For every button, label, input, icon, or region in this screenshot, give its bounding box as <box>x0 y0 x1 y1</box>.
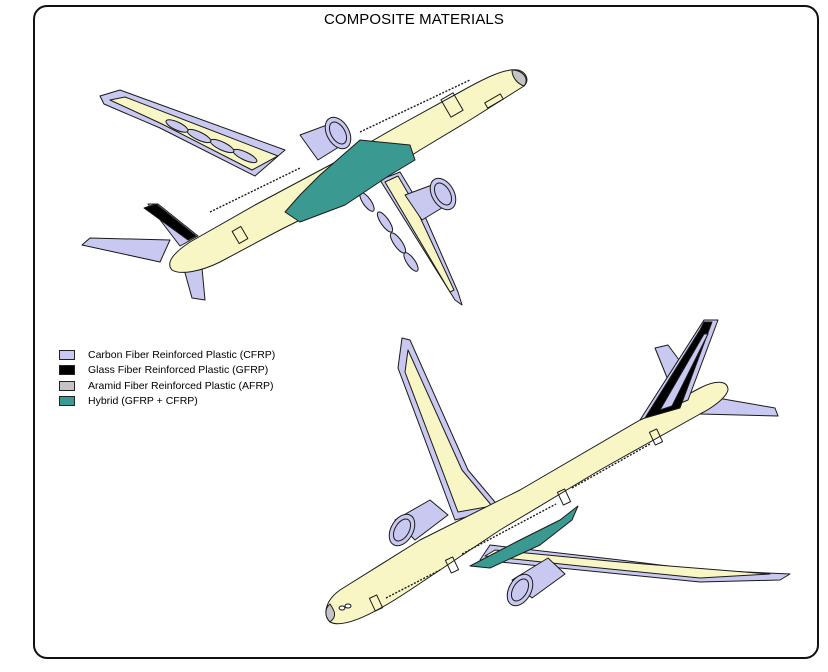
lower-right-wing-inner <box>484 549 771 579</box>
upper-left-flap-fairings <box>165 119 258 164</box>
lower-nose-cone <box>325 603 336 623</box>
diagram-frame <box>33 5 819 659</box>
legend-item-afrp: Aramid Fiber Reinforced Plastic (AFRP) <box>59 378 275 393</box>
lower-engine-right <box>506 557 566 607</box>
gfrp-swatch <box>59 365 75 375</box>
legend-item-hybrid: Hybrid (GFRP + CFRP) <box>59 394 275 409</box>
upper-belly-fairing-hybrid <box>284 139 416 223</box>
lower-tail-gfrp <box>644 321 713 419</box>
upper-right-wing-inner <box>384 175 455 293</box>
legend: Carbon Fiber Reinforced Plastic (CFRP) G… <box>59 347 275 409</box>
upper-engine-right <box>404 177 457 221</box>
lower-doors <box>368 428 664 612</box>
legend-item-gfrp: Glass Fiber Reinforced Plastic (GFRP) <box>59 363 275 378</box>
upper-right-flap-fairings <box>359 192 419 272</box>
lower-engine-left <box>388 499 449 547</box>
lower-cockpit-windows <box>338 603 352 611</box>
legend-label: Carbon Fiber Reinforced Plastic (CFRP) <box>88 348 276 361</box>
upper-nose-cone <box>511 69 527 87</box>
lower-belly-fairing-hybrid <box>469 505 579 569</box>
hybrid-swatch <box>59 396 75 406</box>
aircraft-underside-view <box>81 69 528 306</box>
upper-tail-gfrp <box>143 203 197 241</box>
upper-doors <box>231 92 504 245</box>
aircraft-top-view <box>325 319 791 625</box>
lower-window-row <box>385 443 651 599</box>
cfrp-swatch <box>59 349 75 360</box>
upper-window-row <box>209 79 471 213</box>
legend-label: Glass Fiber Reinforced Plastic (GFRP) <box>88 364 269 376</box>
legend-item-cfrp: Carbon Fiber Reinforced Plastic (CFRP) <box>59 347 275 362</box>
lower-tail-cfrp-band <box>659 333 709 411</box>
upper-engine-left <box>299 116 352 161</box>
afrp-swatch <box>59 380 75 391</box>
upper-left-stabilizer <box>81 237 171 263</box>
legend-label: Aramid Fiber Reinforced Plastic (AFRP) <box>88 379 274 392</box>
legend-label: Hybrid (GFRP + CFRP) <box>88 395 198 407</box>
diagram-title: COMPOSITE MATERIALS <box>324 11 504 28</box>
lower-fuselage <box>325 381 729 625</box>
